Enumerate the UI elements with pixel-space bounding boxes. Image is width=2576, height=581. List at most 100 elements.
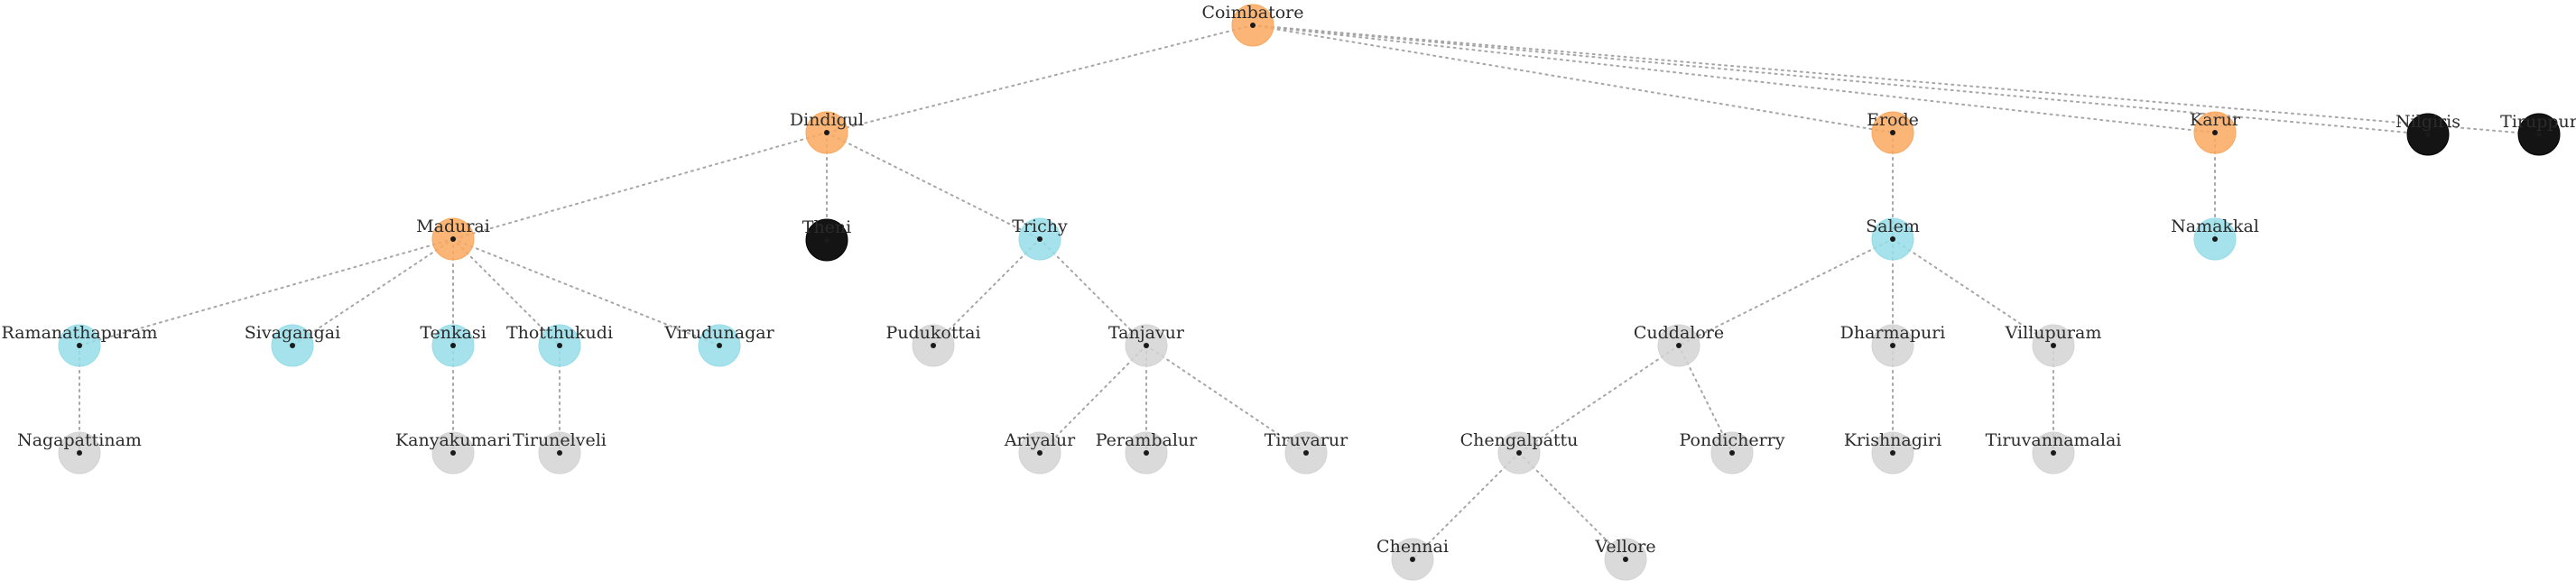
node-dindigul[interactable]: Dindigul	[790, 110, 864, 154]
node-center-dot-tanjavur	[1144, 343, 1149, 348]
node-center-dot-ariyalur	[1037, 450, 1042, 456]
node-namakkal[interactable]: Namakkal	[2171, 217, 2259, 261]
node-center-dot-madurai	[450, 236, 456, 242]
node-tiruppur[interactable]: Tiruppur	[2500, 112, 2576, 156]
node-label-chengalpattu: Chengalpattu	[1460, 430, 1579, 450]
node-label-karur: Karur	[2190, 110, 2241, 130]
node-center-dot-pondicherry	[1729, 450, 1735, 456]
node-center-dot-chennai	[1410, 557, 1415, 562]
node-erode[interactable]: Erode	[1867, 110, 1919, 154]
node-center-dot-kanyakumari	[450, 450, 456, 456]
node-label-sivagangai: Sivagangai	[245, 323, 340, 343]
node-dharmapuri[interactable]: Dharmapuri	[1840, 323, 1946, 367]
node-krishnagiri[interactable]: Krishnagiri	[1844, 430, 1941, 475]
edge-chengalpattu-vellore	[1518, 452, 1626, 560]
node-coimbatore[interactable]: Coimbatore	[1202, 3, 1304, 47]
node-label-tanjavur: Tanjavur	[1108, 323, 1185, 343]
node-label-virudunagar: Virudunagar	[663, 323, 774, 343]
node-label-nagapattinam: Nagapattinam	[17, 430, 142, 450]
edge-madurai-thoothukudi	[452, 238, 561, 346]
node-villupuram[interactable]: Villupuram	[2005, 323, 2102, 367]
node-label-thoothukudi: Thotthukudi	[506, 323, 613, 343]
edge-chengalpattu-chennai	[1412, 452, 1520, 560]
node-label-tiruvannamalai: Tiruvannamalai	[1986, 430, 2122, 450]
node-center-dot-nilgiris	[2425, 132, 2431, 137]
node-label-dindigul: Dindigul	[790, 110, 864, 130]
node-label-dharmapuri: Dharmapuri	[1840, 323, 1946, 343]
node-label-vellore: Vellore	[1594, 537, 1655, 557]
edge-coimbatore-karur	[1252, 24, 2216, 134]
node-center-dot-krishnagiri	[1890, 450, 1895, 456]
edge-salem-cuddalore	[1678, 238, 1894, 346]
node-label-krishnagiri: Krishnagiri	[1844, 430, 1941, 450]
node-theni[interactable]: Theni	[802, 217, 851, 262]
node-center-dot-tiruppur	[2536, 132, 2542, 137]
node-label-kanyakumari: Kanyakumari	[395, 430, 511, 450]
node-ariyalur[interactable]: Ariyalur	[1004, 430, 1076, 475]
node-madurai[interactable]: Madurai	[416, 217, 490, 261]
node-virudunagar[interactable]: Virudunagar	[663, 323, 775, 367]
node-pondicherry[interactable]: Pondicherry	[1680, 430, 1785, 475]
node-tanjavur[interactable]: Tanjavur	[1108, 323, 1185, 367]
node-trichy[interactable]: Trichy	[1012, 217, 1068, 261]
node-pudukottai[interactable]: Pudukottai	[885, 323, 981, 367]
node-center-dot-vellore	[1623, 557, 1628, 562]
node-center-dot-sivagangai	[290, 343, 295, 348]
node-center-dot-tirunelveli	[557, 450, 562, 456]
node-label-theni: Theni	[802, 217, 851, 237]
node-center-dot-chengalpattu	[1516, 450, 1522, 456]
node-tirunelveli[interactable]: Tirunelveli	[513, 430, 607, 475]
node-label-erode: Erode	[1867, 110, 1919, 130]
node-perambalur[interactable]: Perambalur	[1096, 430, 1198, 475]
node-chennai[interactable]: Chennai	[1376, 537, 1449, 581]
node-label-madurai: Madurai	[416, 217, 490, 236]
node-center-dot-dharmapuri	[1890, 343, 1895, 348]
node-ramanathapuram[interactable]: Ramanathapuram	[1, 323, 158, 367]
node-nagapattinam[interactable]: Nagapattinam	[17, 430, 142, 475]
node-center-dot-thoothukudi	[557, 343, 562, 348]
node-nilgiris[interactable]: Nilgiris	[2395, 112, 2460, 156]
node-center-dot-tiruvarur	[1303, 450, 1309, 456]
node-sivagangai[interactable]: Sivagangai	[245, 323, 340, 367]
edge-coimbatore-erode	[1252, 24, 1894, 134]
node-center-dot-dindigul	[824, 130, 829, 135]
node-label-pudukottai: Pudukottai	[885, 323, 980, 343]
node-center-dot-perambalur	[1144, 450, 1149, 456]
node-tiruvarur[interactable]: Tiruvarur	[1265, 430, 1348, 475]
node-label-nilgiris: Nilgiris	[2395, 112, 2460, 132]
edge-madurai-ramanathapuram	[79, 238, 454, 346]
edge-coimbatore-dindigul	[826, 24, 1254, 134]
node-label-chennai: Chennai	[1376, 537, 1449, 557]
node-cuddalore[interactable]: Cuddalore	[1634, 323, 1724, 367]
node-chengalpattu[interactable]: Chengalpattu	[1460, 430, 1579, 475]
node-center-dot-namakkal	[2212, 236, 2218, 242]
edge-coimbatore-nilgiris	[1252, 24, 2429, 135]
node-tenkasi[interactable]: Tenkasi	[420, 323, 486, 367]
node-center-dot-karur	[2212, 130, 2218, 135]
edge-madurai-sivagangai	[292, 238, 454, 346]
node-vellore[interactable]: Vellore	[1594, 537, 1656, 581]
node-label-tiruvarur: Tiruvarur	[1265, 430, 1348, 450]
node-label-perambalur: Perambalur	[1096, 430, 1198, 450]
node-center-dot-theni	[824, 237, 829, 243]
node-center-dot-erode	[1890, 130, 1895, 135]
edge-tanjavur-tiruvarur	[1145, 345, 1307, 454]
edge-trichy-pudukottai	[932, 238, 1041, 346]
node-center-dot-pudukottai	[931, 343, 936, 348]
node-center-dot-nagapattinam	[77, 450, 82, 456]
edge-cuddalore-chengalpattu	[1518, 345, 1680, 454]
node-center-dot-trichy	[1037, 236, 1042, 242]
node-label-pondicherry: Pondicherry	[1680, 430, 1785, 450]
node-thoothukudi[interactable]: Thotthukudi	[506, 323, 613, 367]
node-center-dot-ramanathapuram	[77, 343, 82, 348]
node-center-dot-virudunagar	[717, 343, 722, 348]
node-label-tirunelveli: Tirunelveli	[513, 430, 607, 450]
edge-dindigul-trichy	[826, 132, 1041, 240]
node-karur[interactable]: Karur	[2190, 110, 2241, 154]
node-center-dot-tiruvannamalai	[2051, 450, 2056, 456]
node-tiruvannamalai[interactable]: Tiruvannamalai	[1986, 430, 2122, 475]
node-salem[interactable]: Salem	[1866, 217, 1920, 261]
node-kanyakumari[interactable]: Kanyakumari	[395, 430, 511, 475]
